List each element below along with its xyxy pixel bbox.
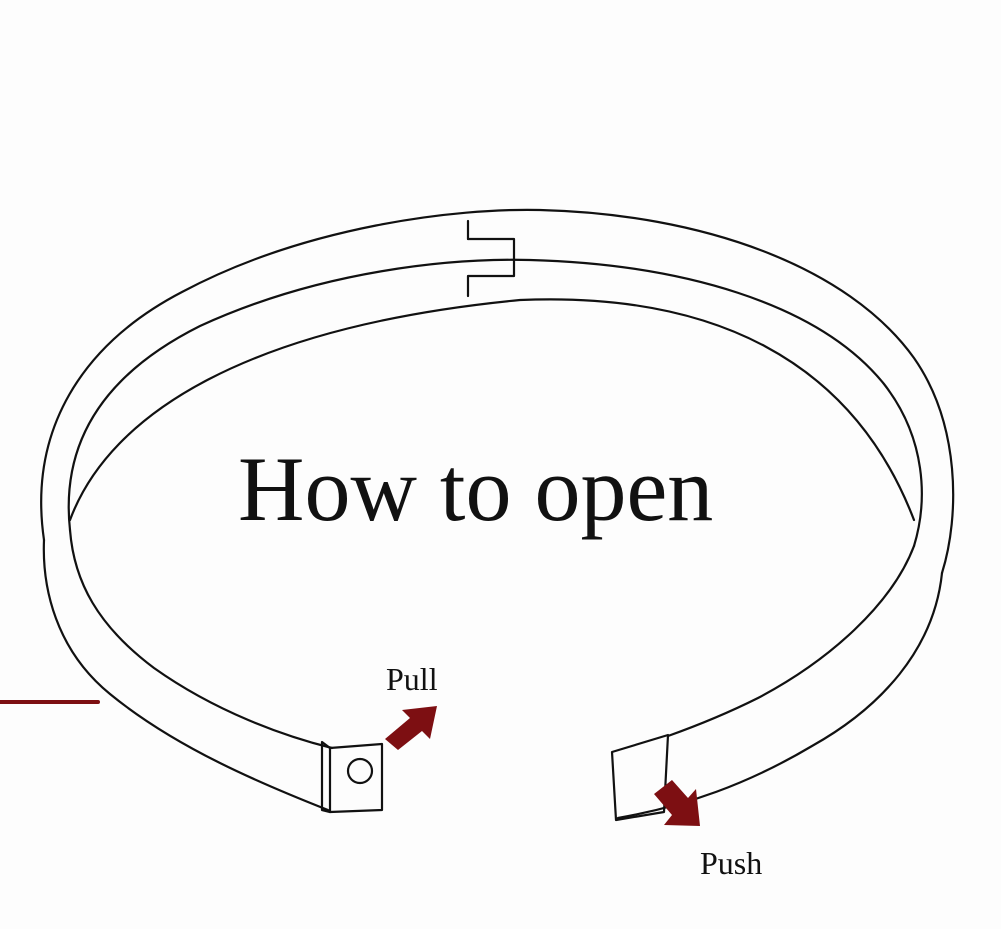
clasp-icon bbox=[320, 740, 384, 814]
right-open-end bbox=[610, 733, 670, 822]
left-clasp-plate bbox=[328, 742, 384, 814]
left-band-outer-edge bbox=[42, 538, 330, 812]
left-band-inner-edge bbox=[68, 528, 334, 750]
left-clasp-side bbox=[320, 740, 332, 814]
diagram-title: How to open bbox=[238, 438, 713, 540]
pull-label: Pull bbox=[386, 661, 438, 697]
push-label: Push bbox=[700, 845, 762, 881]
right-band-inner-edge bbox=[666, 544, 916, 738]
bangle-inner-arc bbox=[67, 258, 923, 548]
top-hinge-notch bbox=[466, 237, 516, 298]
bangle-inner-shadow-arc bbox=[68, 298, 916, 522]
arrow-down-right-icon bbox=[654, 780, 700, 826]
left-clasp-hole bbox=[346, 757, 374, 785]
bangle-outer-arc bbox=[40, 208, 955, 575]
arrow-up-right-icon bbox=[385, 706, 437, 750]
